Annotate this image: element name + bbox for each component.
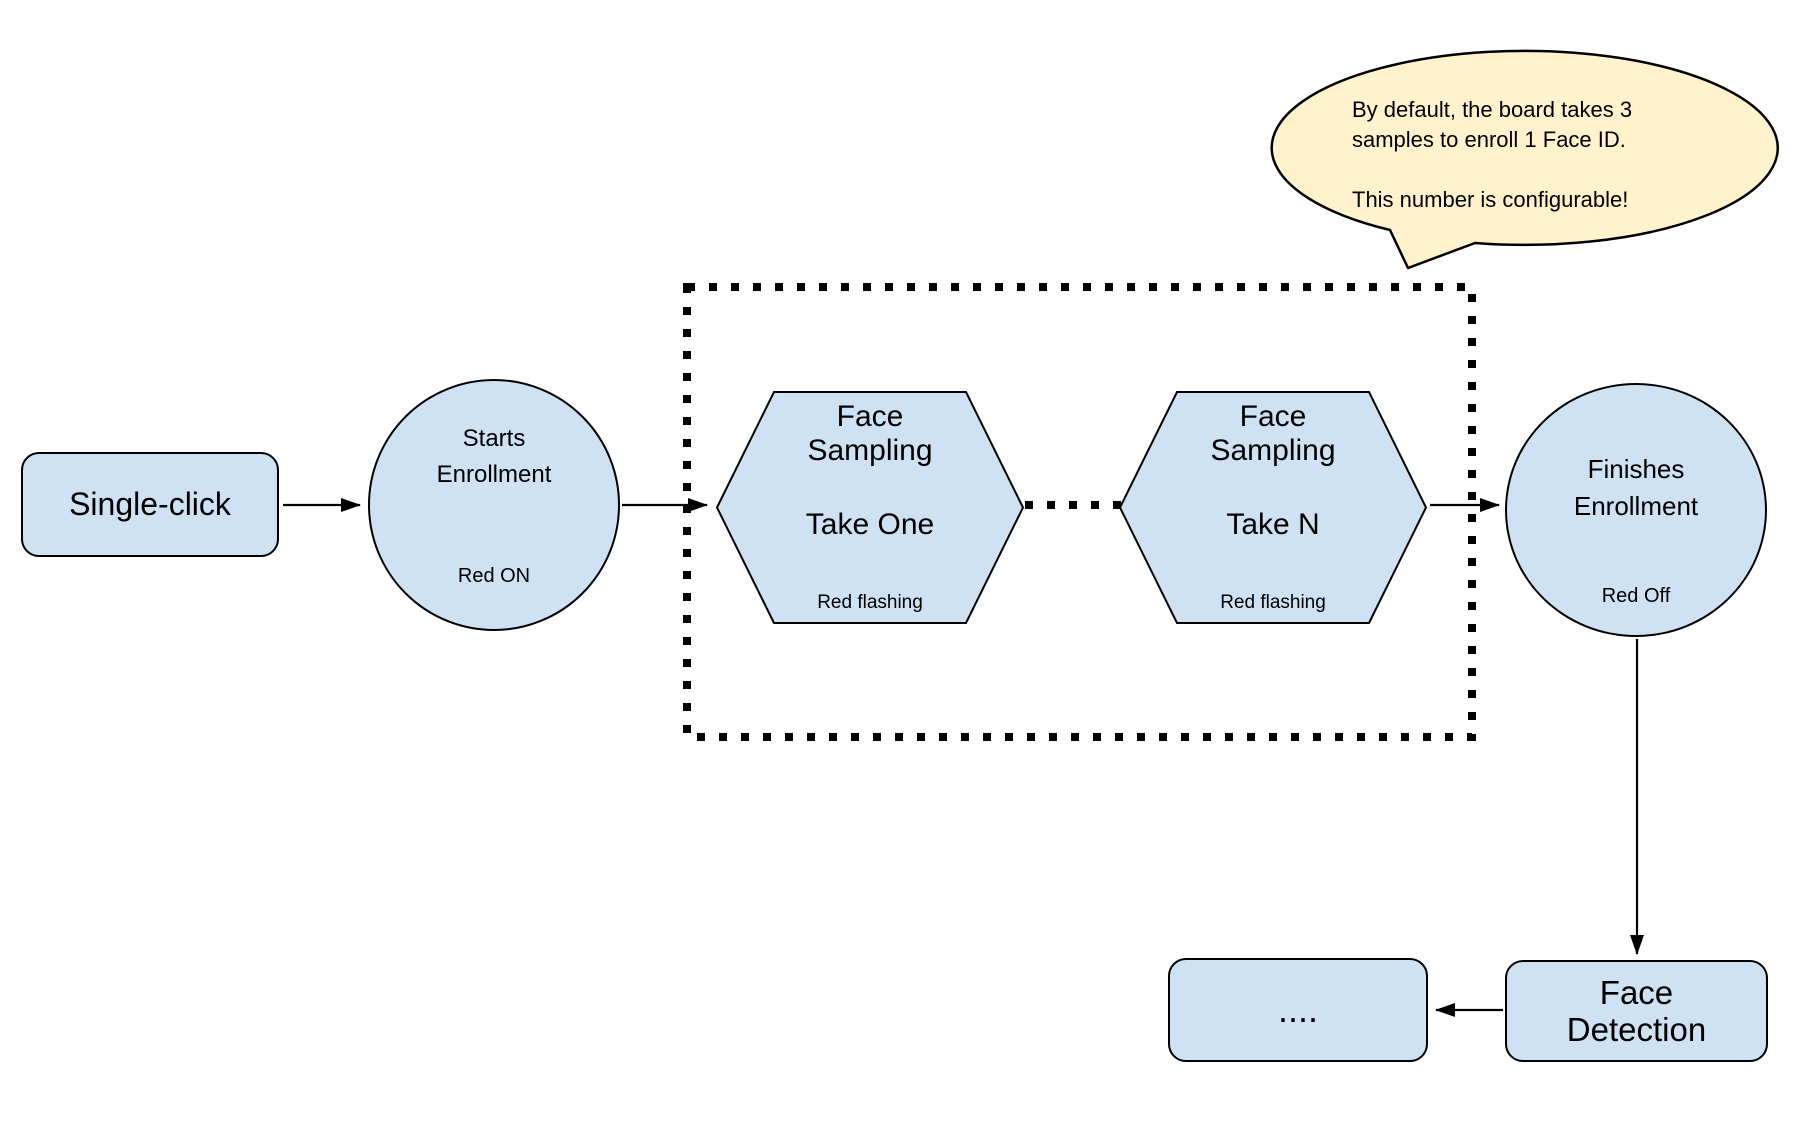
node-continuation: .... [1168, 958, 1428, 1062]
node-finishes-enrollment: Finishes Enrollment Red Off [1505, 383, 1767, 637]
face-sampling-one-title: Face Sampling [807, 400, 933, 467]
continuation-label: .... [1277, 989, 1318, 1030]
callout-bubble-text: By default, the board takes 3 samples to… [1352, 97, 1633, 212]
node-face-sampling-take-one: Face Sampling Take One Red flashing [715, 390, 1025, 625]
node-single-click: Single-click [21, 452, 279, 557]
face-sampling-n-status: Red flashing [1220, 592, 1326, 613]
face-sampling-one-take-label: Take One [805, 508, 935, 541]
callout-bubble-shape [1270, 49, 1779, 270]
starts-enrollment-label: Starts Enrollment [436, 425, 552, 488]
node-starts-enrollment: Starts Enrollment Red ON [368, 379, 620, 631]
face-sampling-one-status: Red flashing [817, 592, 923, 613]
hexagon-shape [1118, 391, 1428, 624]
finishes-enrollment-label: Finishes Enrollment [1573, 454, 1699, 521]
sampling-group-dotted-border [683, 283, 1476, 741]
single-click-label: Single-click [69, 486, 231, 522]
face-sampling-n-take-label: Take N [1226, 508, 1320, 541]
starts-enrollment-status: Red ON [457, 565, 531, 587]
finishes-enrollment-status: Red Off [1601, 585, 1671, 607]
hexagon-shape [715, 391, 1025, 624]
face-sampling-n-title: Face Sampling [1210, 400, 1336, 467]
face-detection-label: Face Detection [1566, 974, 1707, 1048]
node-face-detection: Face Detection [1505, 960, 1768, 1062]
node-face-sampling-take-n: Face Sampling Take N Red flashing [1118, 390, 1428, 625]
